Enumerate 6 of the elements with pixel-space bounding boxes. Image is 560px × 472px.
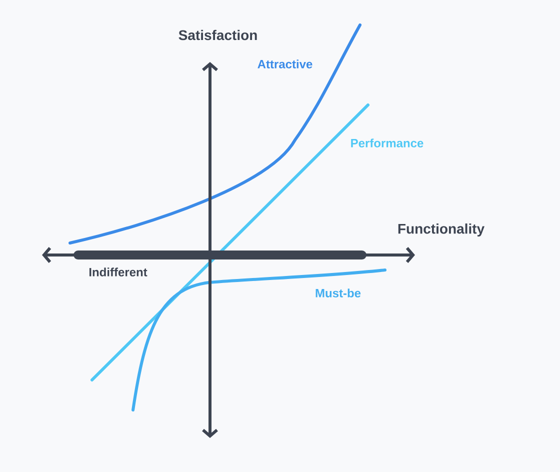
curve-label: Attractive [258,60,312,68]
curve-label: Must-be [316,288,361,298]
axis-label: Satisfaction [178,30,257,40]
curve-label: Performance [351,138,424,148]
curve-label: Indifferent [89,268,148,276]
axis-label: Functionality [398,223,484,237]
